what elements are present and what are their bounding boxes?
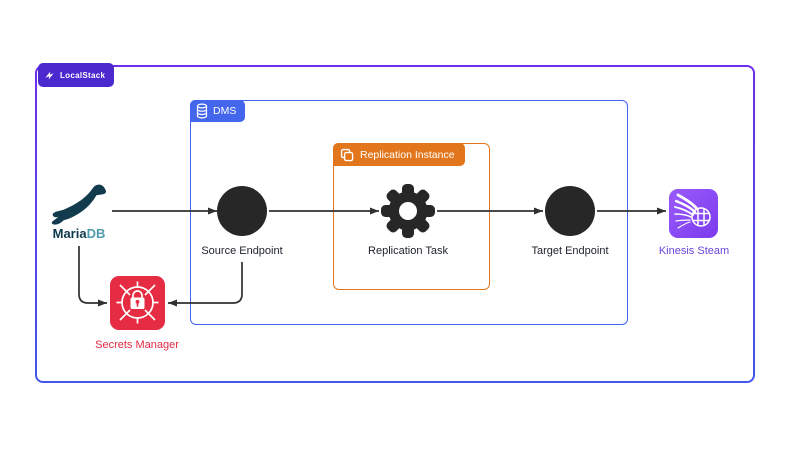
database-icon (196, 103, 208, 119)
localstack-logo-icon (45, 70, 54, 80)
secrets-manager-label: Secrets Manager (95, 339, 179, 351)
target-endpoint-label: Target Endpoint (531, 245, 609, 257)
localstack-badge-label: LocalStack (60, 70, 106, 80)
replication-task-gear-icon (381, 184, 435, 238)
kinesis-stream-label: Kinesis Steam (658, 245, 730, 257)
replication-instance-badge: Replication Instance (333, 143, 465, 166)
target-endpoint-node (545, 186, 595, 236)
kinesis-stream-icon (669, 189, 718, 238)
replication-task-label: Replication Task (368, 245, 448, 257)
dms-boundary (190, 100, 628, 325)
edge-mariadb-to-secrets (78, 246, 107, 307)
localstack-badge: LocalStack (38, 63, 115, 87)
dms-badge-label: DMS (213, 105, 237, 117)
mariadb-label-primary: Maria (52, 226, 87, 241)
mariadb-label: MariaDB (39, 226, 119, 241)
mariadb-label-secondary: DB (86, 226, 106, 241)
edge-source-to-secrets (168, 262, 243, 307)
instances-copy-icon (340, 148, 354, 161)
secrets-manager-icon (110, 276, 165, 330)
dms-badge: DMS (190, 100, 246, 122)
replication-instance-badge-label: Replication Instance (360, 148, 455, 161)
source-endpoint-node (217, 186, 267, 236)
source-endpoint-label: Source Endpoint (201, 245, 283, 257)
mariadb-seal-icon (51, 184, 107, 225)
